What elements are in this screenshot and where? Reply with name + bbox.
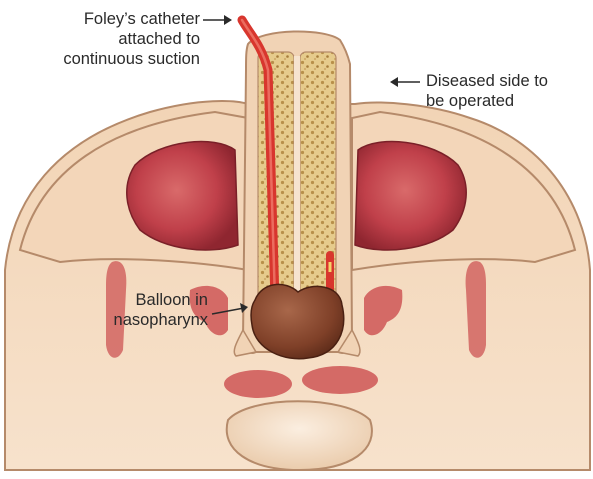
right-lateral-mucosa (466, 261, 486, 358)
balloon (251, 284, 344, 358)
right-palate-lobe (302, 366, 378, 394)
left-palate-lobe (224, 370, 292, 398)
foley-label-line1: Foley’s catheter (20, 9, 200, 29)
balloon-label: Balloon in nasopharynx (60, 290, 208, 330)
balloon-label-line1: Balloon in (60, 290, 208, 310)
septum-channel (294, 56, 300, 318)
diseased-arrowhead (390, 77, 398, 87)
foley-arrowhead (224, 15, 232, 25)
balloon-label-line2: nasopharynx (60, 310, 208, 330)
catheter-eye (329, 262, 332, 272)
diseased-label-line1: Diseased side to (426, 71, 591, 91)
foley-label-line3: continuous suction (20, 49, 200, 69)
diseased-label-line2: be operated (426, 91, 591, 111)
diseased-side-label: Diseased side to be operated (426, 71, 591, 111)
mandible (227, 401, 372, 470)
foley-label: Foley’s catheter attached to continuous … (20, 9, 200, 69)
foley-label-line2: attached to (20, 29, 200, 49)
